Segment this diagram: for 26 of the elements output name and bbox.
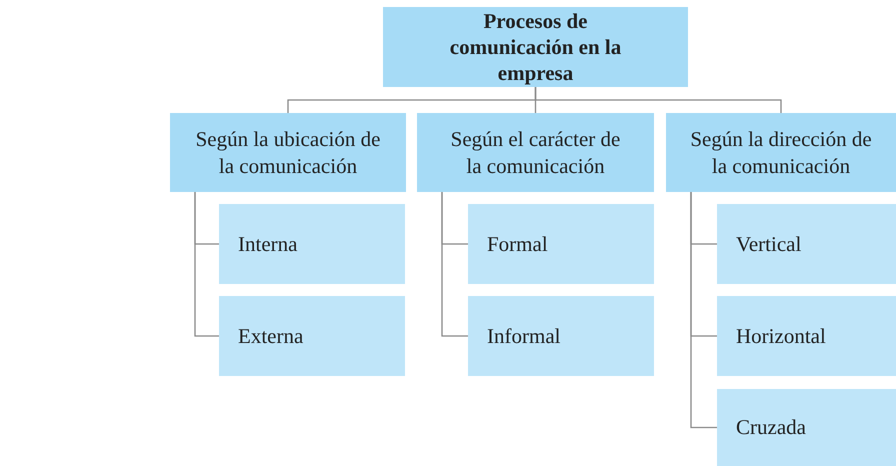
box-label: Procesos de comunicación en la empresa [448, 8, 622, 86]
box-label: Externa [238, 322, 304, 350]
item-box [717, 296, 896, 376]
box-label: Horizontal [736, 322, 826, 350]
box-label: Informal [487, 322, 560, 350]
category-box [170, 113, 406, 192]
item-box [468, 296, 654, 376]
box-label: Según la dirección de la comunicación [690, 126, 872, 179]
box-label: Cruzada [736, 414, 806, 441]
item-box [717, 389, 896, 466]
item-box [219, 296, 405, 376]
title-box [383, 7, 688, 87]
box-label: Según la ubicación de la comunicación [194, 126, 382, 179]
box-label: Formal [487, 230, 548, 258]
category-box [666, 113, 896, 192]
item-box [717, 204, 896, 284]
box-label: Interna [238, 230, 298, 258]
connector-line [194, 192, 219, 337]
connector-line [690, 192, 717, 428]
connector-line [534, 87, 782, 113]
connector-line [441, 192, 468, 337]
item-box [219, 204, 405, 284]
category-box [417, 113, 654, 192]
box-label: Según el carácter de la comunicación [450, 126, 622, 179]
box-label: Vertical [736, 230, 802, 258]
item-box [468, 204, 654, 284]
